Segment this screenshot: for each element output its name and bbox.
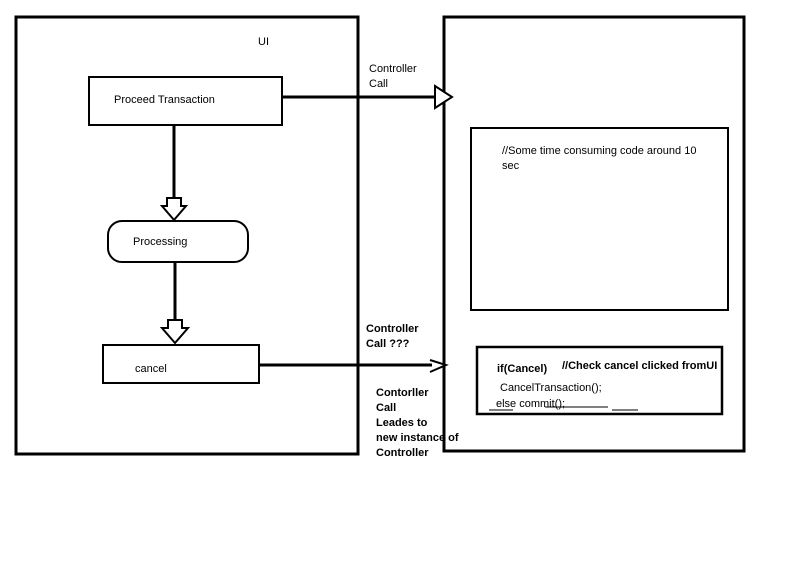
note-line-2: Call [376,402,397,414]
arrowhead-controller-call [434,84,454,110]
top-arrow-label-line1: Controller [369,63,417,75]
code-block-box [470,127,729,311]
processing-label: Processing [133,236,188,248]
mid-arrow-label-line1: Controller [366,323,419,335]
arrowhead-cancel-call [429,359,449,373]
note-line-1: Contorller [376,387,429,399]
processing-box [107,220,249,263]
check-comment-text: //Check cancel clicked fromUI [562,360,718,372]
proceed-transaction-label: Proceed Transaction [114,94,215,106]
ui-panel [14,15,360,456]
arrowhead-processing [159,197,189,222]
cancel-transaction-call: CancelTransaction(); [500,382,602,394]
top-arrow-label-line2: Call [369,78,388,90]
note-line-5: Controller [376,447,429,459]
cancel-check-box [475,345,724,416]
code-comment: //Some time consuming code around 10 sec [502,145,697,172]
note-line-3: Leades to [376,417,428,429]
else-commit-text: else commit(); [496,398,566,410]
ui-panel-title: UI [258,36,269,48]
cancel-label: cancel [135,363,167,375]
proceed-transaction-box [88,76,283,126]
check-if-text: if(Cancel) [497,363,548,375]
controller-panel [442,15,746,453]
mid-arrow-label-line2: Call ??? [366,338,410,350]
cancel-box [102,344,260,384]
arrowhead-cancel [159,319,191,345]
note-line-4: new instance of [376,432,459,444]
